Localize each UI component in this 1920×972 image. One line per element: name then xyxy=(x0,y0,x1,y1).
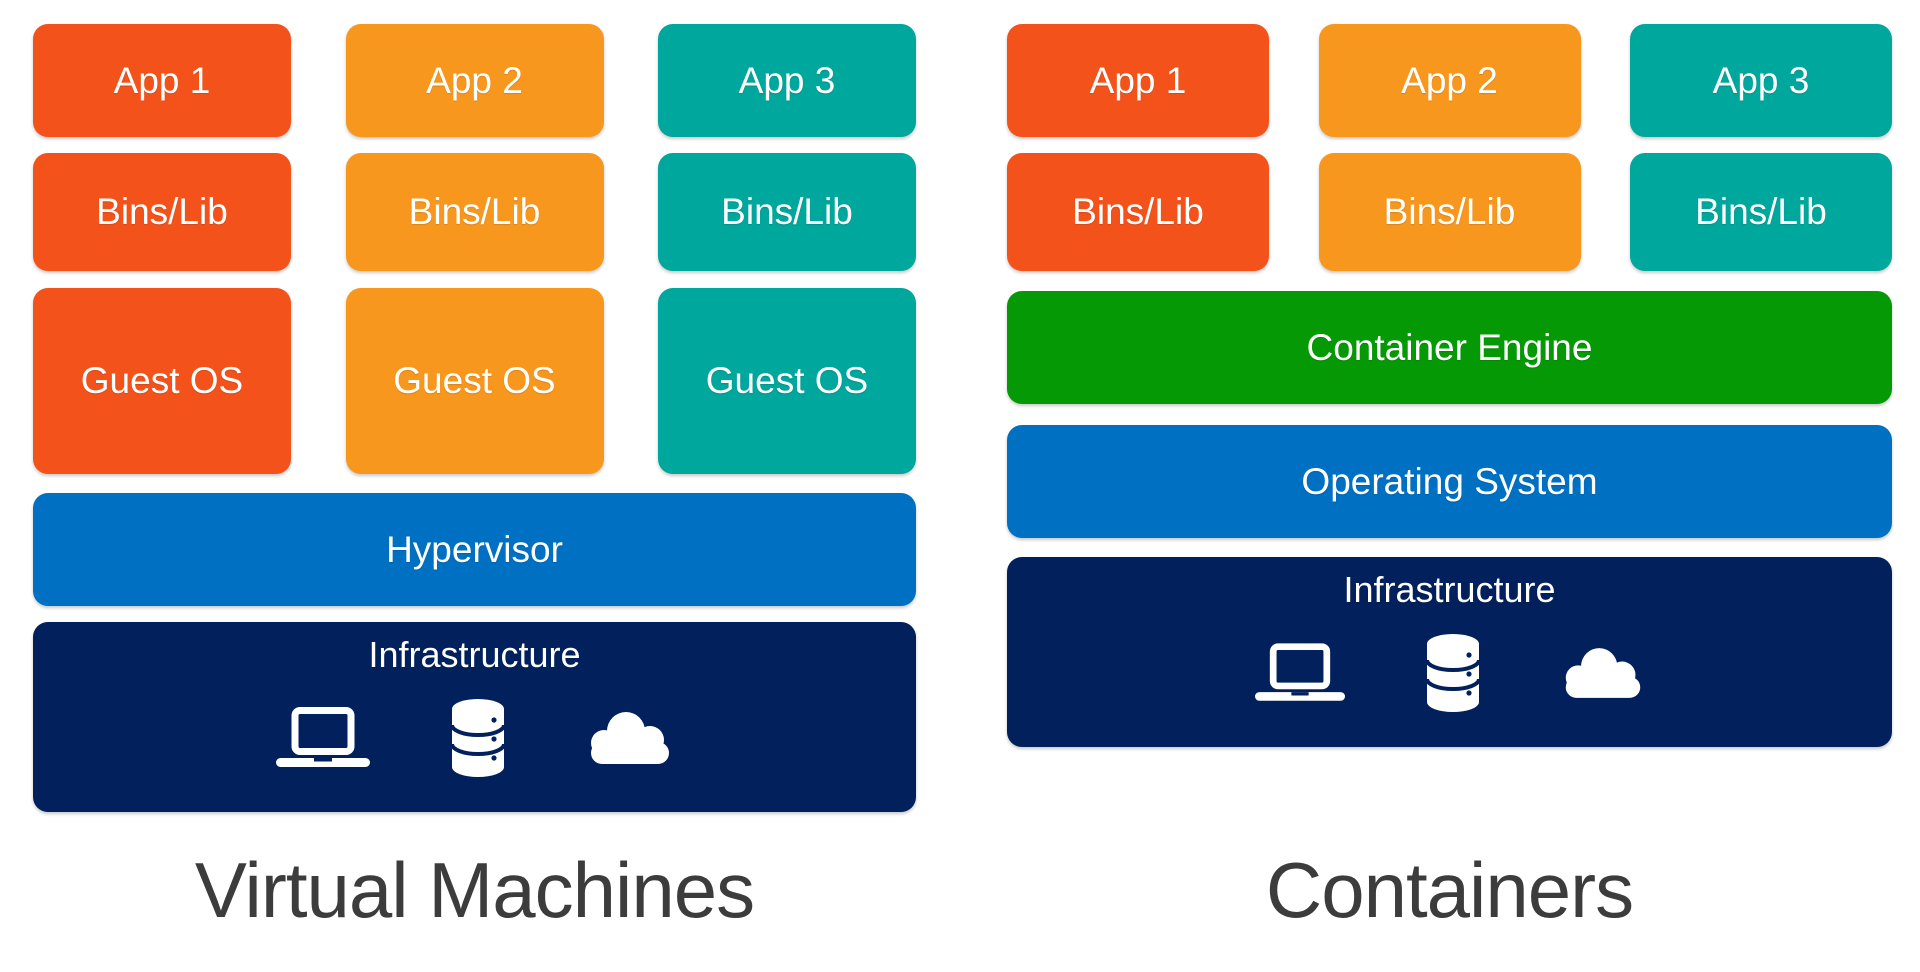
vm-guest-os-2-box: Guest OS xyxy=(345,288,604,474)
vm-bins-lib-3-box: Bins/Lib xyxy=(658,153,916,271)
vm-app-1-box: App 1 xyxy=(33,24,291,137)
box-label: App 1 xyxy=(113,59,211,101)
box-label: App 3 xyxy=(1712,59,1810,101)
bar-label: Infrastructure xyxy=(368,634,581,675)
vm-infrastructure-icons xyxy=(275,692,674,784)
box-label: Guest OS xyxy=(80,360,244,401)
container-app-3-box: App 3 xyxy=(1630,24,1892,137)
bar-label: Hypervisor xyxy=(386,528,563,570)
containers-title: Containers xyxy=(1265,846,1634,934)
cloud-icon xyxy=(590,712,669,764)
box-label: Bins/Lib xyxy=(1072,191,1204,232)
bar-label: Container Engine xyxy=(1306,326,1593,368)
virtual-machines-stack: App 1 Bins/Lib Guest OS App 2 Bins/Lib G… xyxy=(33,24,916,812)
laptop-icon xyxy=(1254,643,1345,701)
vm-column-1: App 1 Bins/Lib Guest OS xyxy=(33,24,291,474)
box-label: Guest OS xyxy=(705,360,869,401)
database-icon xyxy=(1424,634,1481,712)
vm-bins-lib-2-box: Bins/Lib xyxy=(345,153,604,271)
container-bins-lib-1-box: Bins/Lib xyxy=(1007,153,1269,271)
box-label: App 1 xyxy=(1089,59,1187,101)
vm-app-2-box: App 2 xyxy=(345,24,604,137)
container-bins-lib-3-box: Bins/Lib xyxy=(1630,153,1892,271)
box-label: Bins/Lib xyxy=(96,191,228,232)
containers-stack: App 1 Bins/Lib App 2 Bins/Lib App 3 xyxy=(1007,24,1892,747)
container-app-1-box: App 1 xyxy=(1007,24,1269,137)
container-infrastructure-bar: Infrastructure xyxy=(1007,557,1892,747)
bar-label: Infrastructure xyxy=(1343,569,1556,610)
database-icon xyxy=(449,699,506,777)
operating-system-bar: Operating System xyxy=(1007,425,1892,538)
vm-app-3-box: App 3 xyxy=(658,24,916,137)
vm-guest-os-1-box: Guest OS xyxy=(33,288,291,474)
container-engine-bar: Container Engine xyxy=(1007,291,1892,404)
hypervisor-bar: Hypervisor xyxy=(33,493,916,606)
box-label: App 3 xyxy=(738,59,836,101)
laptop-icon xyxy=(275,707,370,767)
box-label: Guest OS xyxy=(393,360,556,401)
box-label: Bins/Lib xyxy=(1695,191,1827,232)
box-label: Bins/Lib xyxy=(1383,191,1516,232)
bar-label: Operating System xyxy=(1301,460,1598,502)
vm-column-3: App 3 Bins/Lib Guest OS xyxy=(658,24,916,474)
container-app-2-box: App 2 xyxy=(1318,24,1581,137)
box-label: App 2 xyxy=(1401,59,1498,101)
container-infrastructure-icons xyxy=(1254,627,1645,719)
box-label: Bins/Lib xyxy=(408,191,541,232)
vm-bins-lib-1-box: Bins/Lib xyxy=(33,153,291,271)
vm-infrastructure-bar: Infrastructure xyxy=(33,622,916,812)
cloud-icon xyxy=(1565,648,1640,698)
vm-column-2: App 2 Bins/Lib Guest OS xyxy=(345,24,604,474)
container-column-2: App 2 Bins/Lib xyxy=(1318,24,1581,271)
vm-guest-os-3-box: Guest OS xyxy=(658,288,916,474)
container-column-3: App 3 Bins/Lib xyxy=(1630,24,1892,271)
container-columns: App 1 Bins/Lib App 2 Bins/Lib App 3 xyxy=(1007,24,1892,271)
virtual-machines-title: Virtual Machines xyxy=(194,846,755,934)
box-label: Bins/Lib xyxy=(721,191,853,232)
container-bins-lib-2-box: Bins/Lib xyxy=(1318,153,1581,271)
container-column-1: App 1 Bins/Lib xyxy=(1007,24,1269,271)
box-label: App 2 xyxy=(426,59,523,101)
vm-columns: App 1 Bins/Lib Guest OS App 2 Bins/Lib G… xyxy=(33,24,916,474)
